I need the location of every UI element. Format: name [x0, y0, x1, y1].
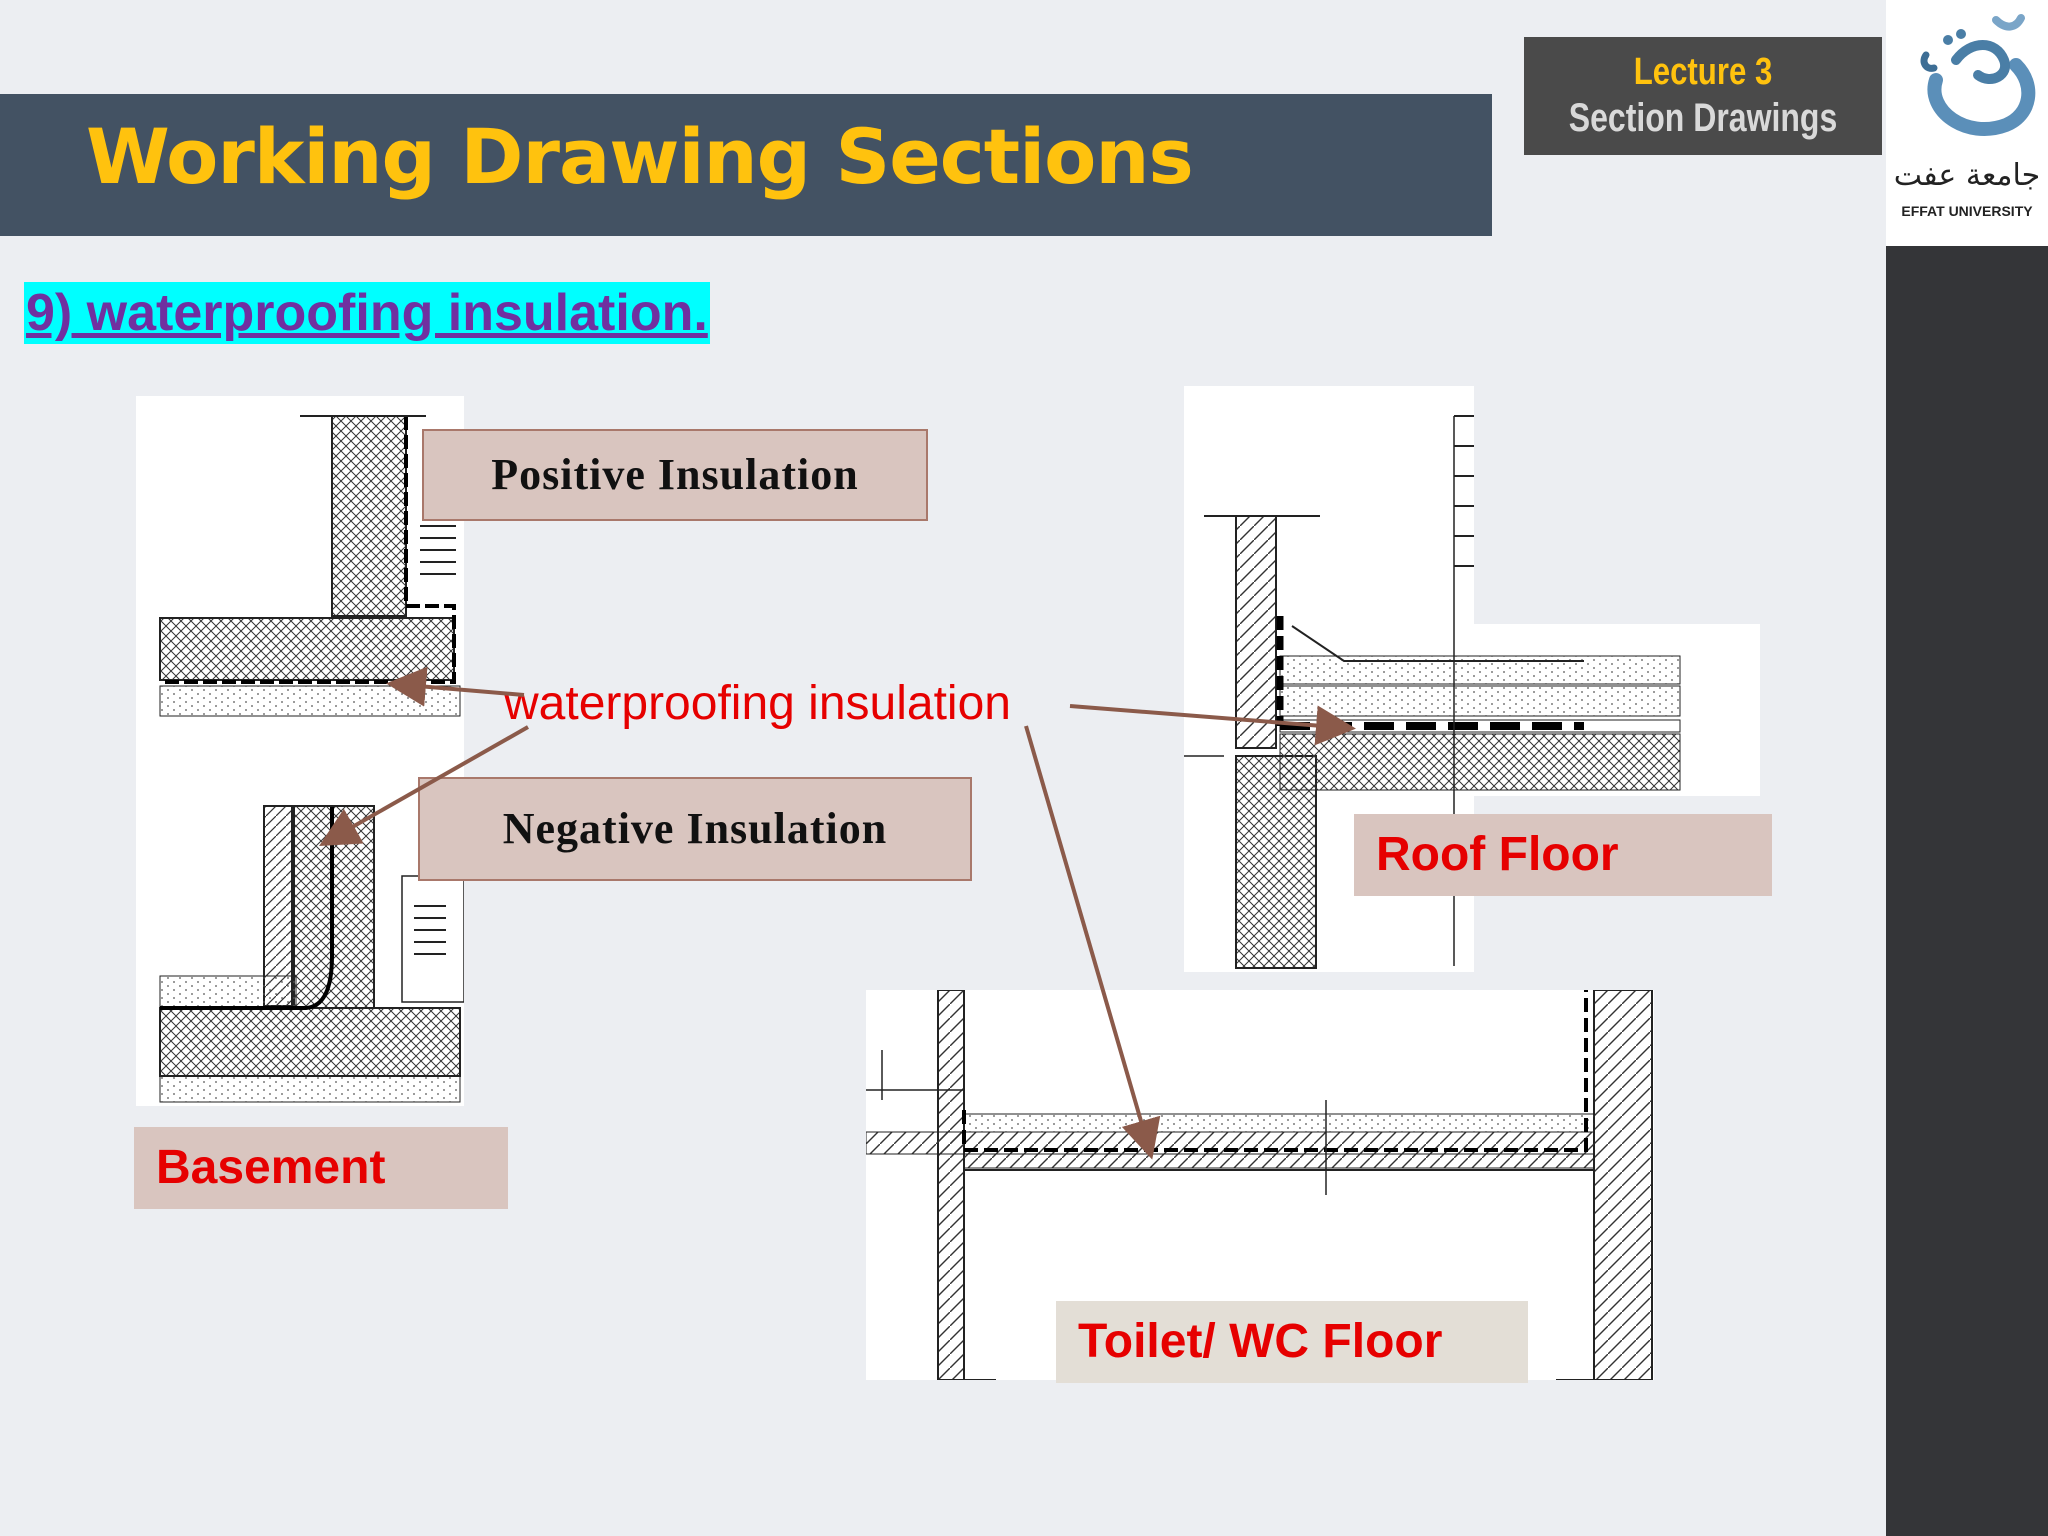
logo-english-text: EFFAT UNIVERSITY [1901, 203, 2033, 219]
university-logo [1886, 0, 2048, 246]
lecture-number: Lecture 3 [1633, 51, 1773, 93]
section-subtitle[interactable]: 9) waterproofing insulation. [24, 282, 710, 344]
basement-drawing [136, 396, 465, 1106]
basement-label: Basement [134, 1127, 508, 1209]
roof-section-svg [1184, 415, 1681, 969]
title-band [0, 94, 1492, 236]
arrow-to-roof [1069, 704, 1356, 746]
right-sidebar [1886, 0, 2048, 1536]
lecture-badge: Lecture 3 Section Drawings [1524, 37, 1882, 155]
arrow-to-negative [319, 725, 529, 846]
roof-floor-label: Roof Floor [1354, 814, 1772, 896]
negative-insulation-label: Negative Insulation [418, 777, 972, 881]
arrow-to-positive [386, 666, 525, 707]
logo-arabic-text: جامعة عفت [1893, 158, 2041, 193]
toilet-floor-label: Toilet/ WC Floor [1056, 1301, 1528, 1383]
effat-calligraphy-logo-icon [1920, 14, 2036, 136]
arrow-to-toilet [1024, 725, 1161, 1160]
roof-section [1184, 386, 1760, 972]
positive-insulation-label: Positive Insulation [422, 429, 928, 521]
waterproofing-insulation-label: waterproofing insulation [504, 677, 1011, 730]
basement-section-svg [159, 415, 465, 1103]
lecture-topic: Section Drawings [1568, 96, 1838, 140]
slide-title: Working Drawing Sections [86, 112, 1194, 201]
